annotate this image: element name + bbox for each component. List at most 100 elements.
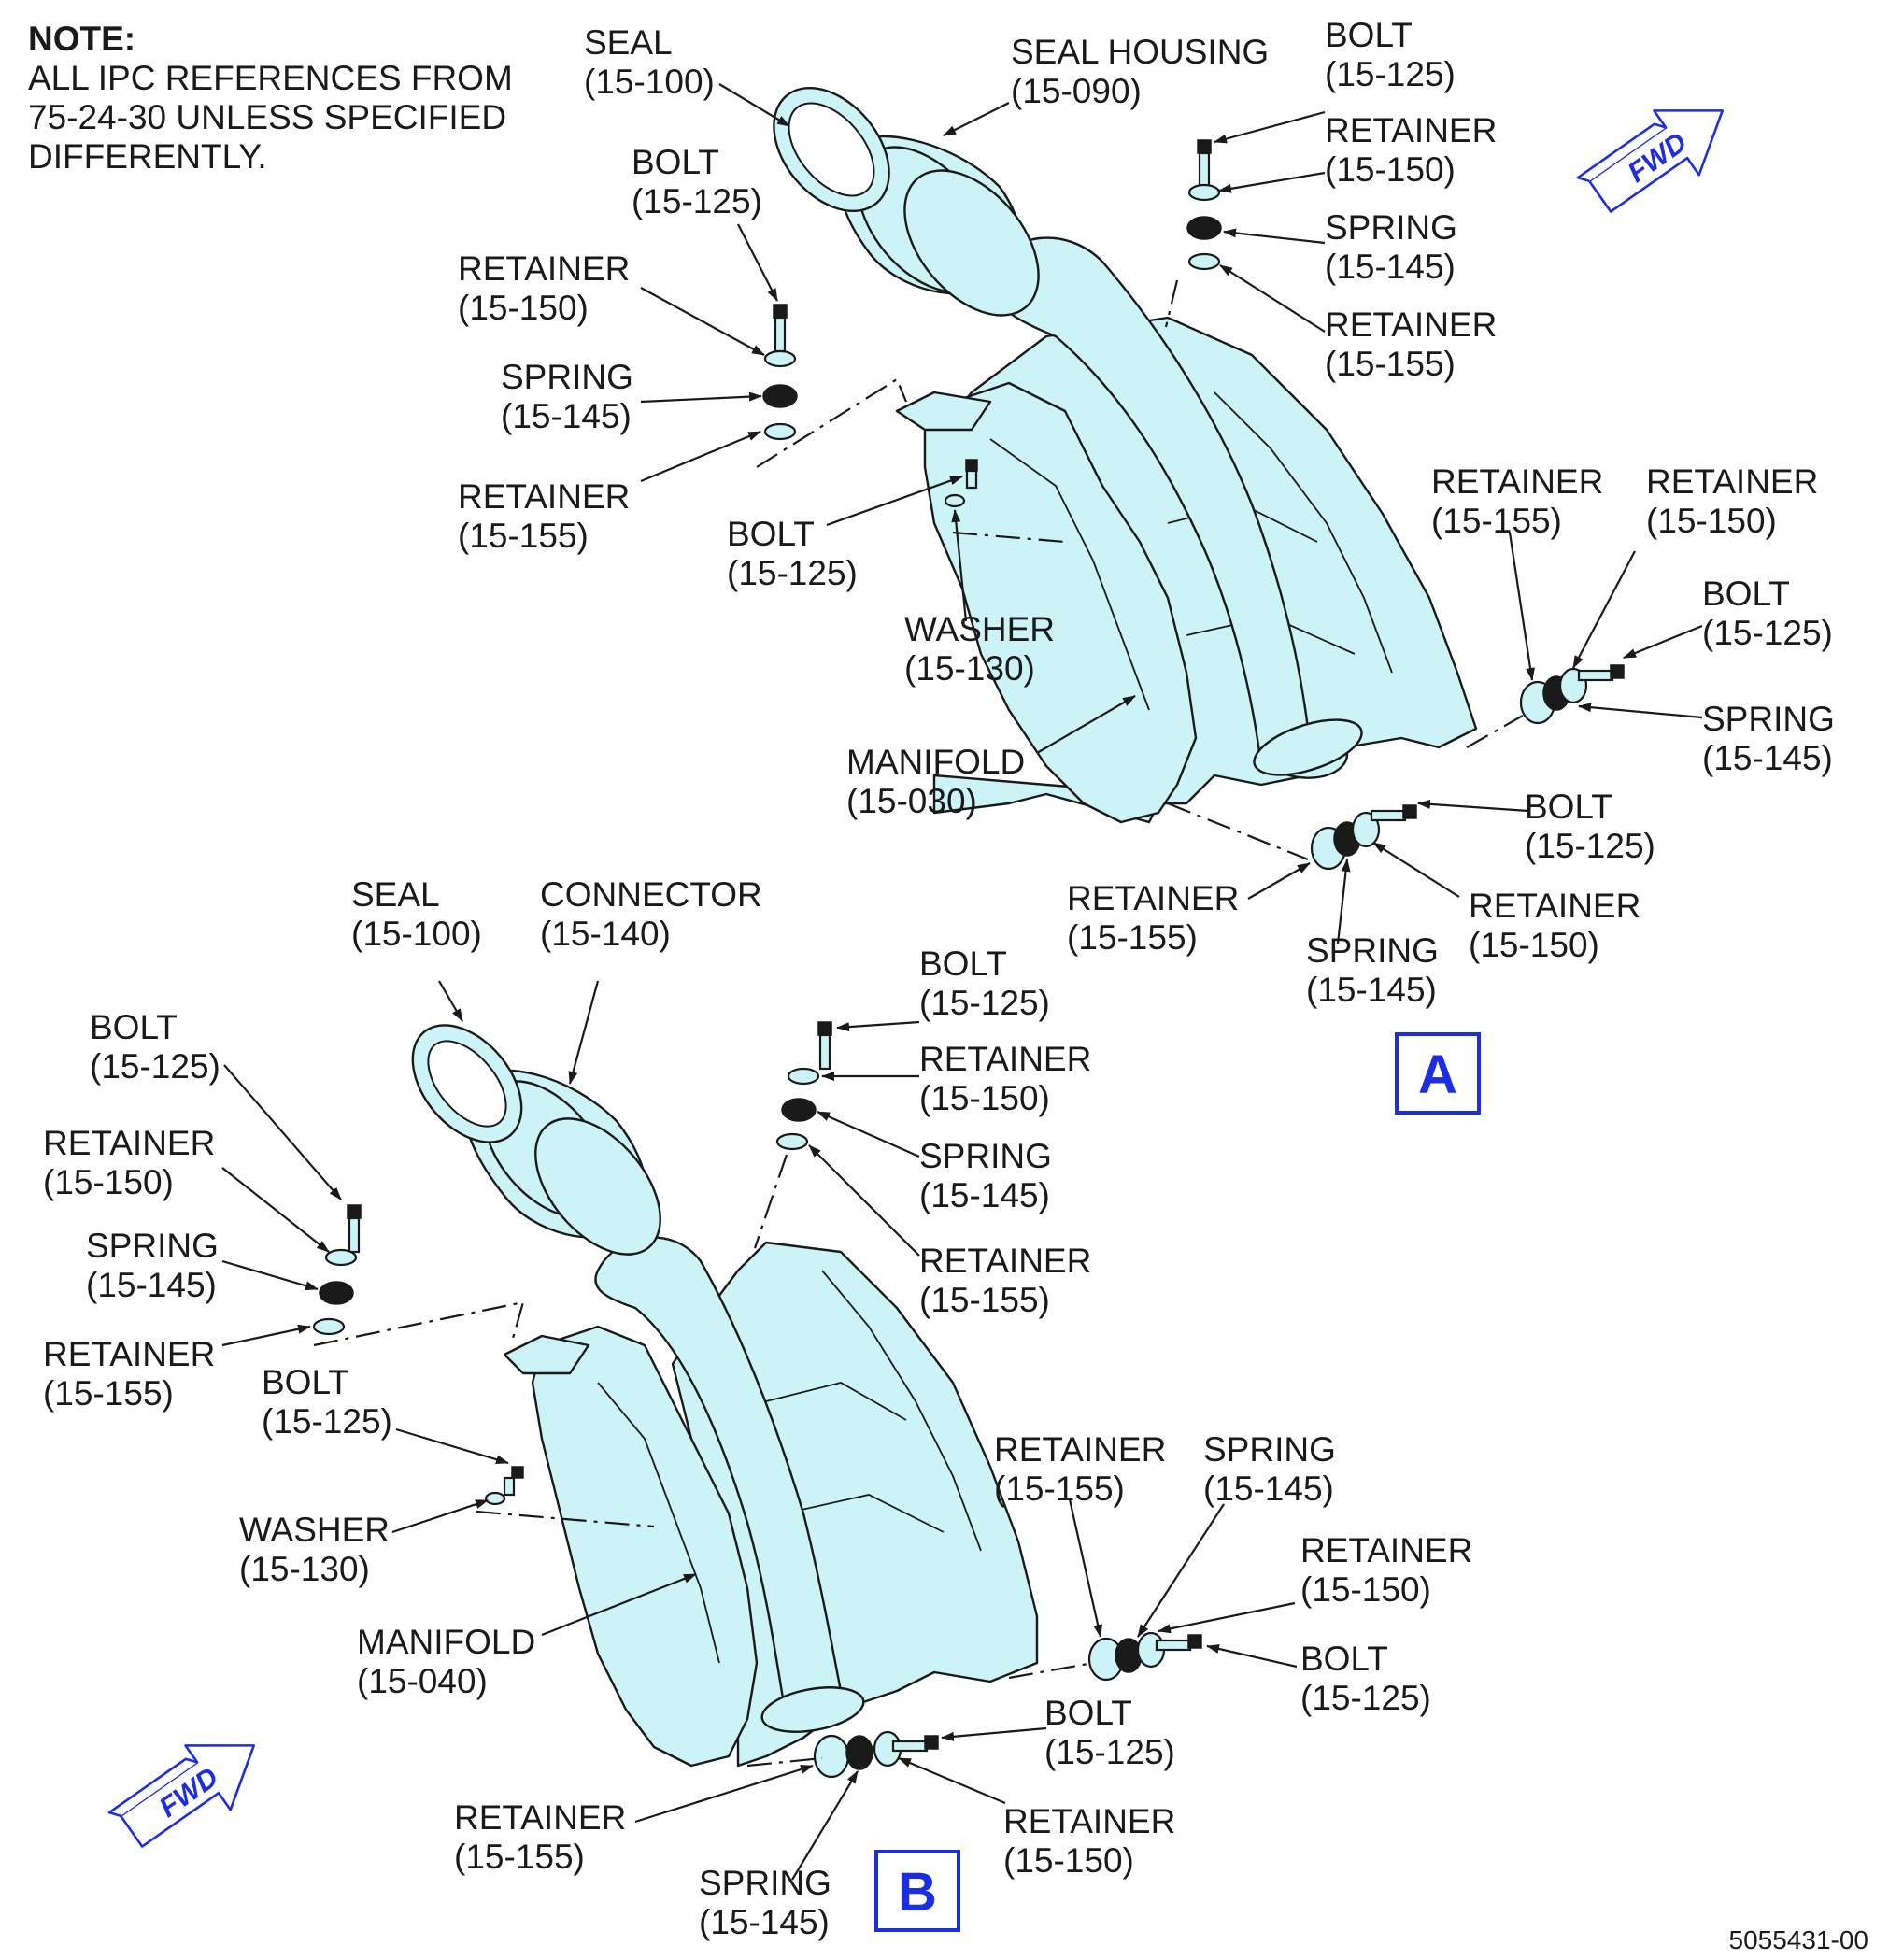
view-b-manifold-flange (531, 1325, 759, 1768)
callout-ref: (15-145) (501, 397, 632, 435)
view-b-seal-ring-hole (427, 1040, 507, 1128)
callout-name: RETAINER (1067, 879, 1239, 917)
note-line-3: DIFFERENTLY. (28, 137, 267, 176)
callout-ref: (15-140) (540, 915, 671, 953)
callout-ref: (15-145) (1203, 1470, 1334, 1508)
fwd-arrow-icon-top: FWD (1576, 109, 1725, 213)
callout-name: SEAL HOUSING (1011, 33, 1269, 71)
callout-ref: (15-155) (1431, 502, 1562, 540)
callout-a-retainer-150-bottom: RETAINER(15-150) (1469, 887, 1640, 964)
note-heading: NOTE: (28, 20, 135, 58)
callout-a-bolt-left: BOLT(15-125) (632, 143, 762, 220)
view-a-artwork (756, 86, 1625, 871)
callout-ref: (15-155) (458, 517, 589, 555)
callout-a-retainer-150-top: RETAINER(15-150) (1325, 111, 1497, 189)
callout-ref: (15-100) (351, 915, 482, 953)
callout-ref: (15-150) (1469, 926, 1599, 964)
callout-name: BOLT (90, 1008, 178, 1046)
callout-name: BOLT (727, 515, 815, 553)
callout-a-retainer-150-right: RETAINER(15-150) (1646, 462, 1818, 540)
view-a-rib-2 (1214, 391, 1393, 674)
callout-ref: (15-125) (1702, 614, 1833, 652)
callout-b-bolt-left: BOLT(15-125) (90, 1008, 220, 1086)
callout-name: BOLT (262, 1363, 349, 1401)
callout-b-retainer-150-bottom: RETAINER(15-150) (1003, 1802, 1175, 1880)
callout-b-bolt-top: BOLT(15-125) (919, 944, 1050, 1022)
view-b-centerline-left (313, 1300, 525, 1347)
callout-a-retainer-155-left: RETAINER(15-155) (458, 477, 630, 555)
callout-ref: (15-130) (904, 649, 1035, 688)
callout-b-washer: WASHER(15-130) (239, 1511, 390, 1588)
view-b-centerline-mid (476, 1510, 655, 1528)
view-b-rib-1 (597, 1382, 720, 1664)
note-line-1: ALL IPC REFERENCES FROM (28, 59, 513, 97)
view-b-label-box: B (874, 1850, 960, 1932)
callout-ref: (15-125) (1300, 1679, 1431, 1717)
callout-name: BOLT (1044, 1694, 1132, 1732)
callout-a-bolt-top: BOLT(15-125) (1325, 16, 1456, 93)
view-a-rib-1 (989, 438, 1150, 711)
view-a-hardware-top (1186, 139, 1222, 271)
callout-b-bolt-bottom: BOLT(15-125) (1044, 1694, 1175, 1771)
callout-name: SPRING (86, 1227, 219, 1265)
callout-ref: (15-125) (262, 1402, 392, 1441)
view-a-duct-outlet (1253, 718, 1363, 776)
callout-name: SPRING (501, 358, 633, 396)
callout-a-retainer-155-top: RETAINER(15-155) (1325, 305, 1497, 383)
view-a-centerline-top (1164, 279, 1179, 328)
callout-name: WASHER (904, 610, 1055, 648)
callout-b-retainer-150-top: RETAINER(15-150) (919, 1040, 1091, 1117)
callout-name: SPRING (919, 1137, 1052, 1175)
callout-name: SPRING (1325, 208, 1457, 247)
callout-name: RETAINER (994, 1430, 1166, 1469)
callout-ref: (15-030) (846, 782, 977, 820)
view-a-seal-ring-hole (788, 102, 875, 197)
callout-ref: (15-090) (1011, 72, 1142, 110)
callout-b-spring-right: SPRING(15-145) (1203, 1430, 1336, 1508)
callout-name: BOLT (1702, 575, 1790, 613)
callout-ref: (15-125) (919, 984, 1050, 1022)
callout-labels: SEAL(15-100)SEAL HOUSING(15-090)BOLT(15-… (43, 16, 1835, 1941)
callout-a-spring-right: SPRING(15-145) (1702, 700, 1835, 777)
view-b-centerline-top (753, 1154, 788, 1249)
callout-name: SPRING (699, 1864, 831, 1902)
view-a-hardware-left (762, 304, 798, 441)
callout-b-spring-top: SPRING(15-145) (919, 1137, 1052, 1214)
view-b-rib-3 (765, 1382, 907, 1421)
callout-ref: (15-125) (1525, 827, 1655, 865)
callout-a-retainer-155-right: RETAINER(15-155) (1431, 462, 1603, 540)
callout-ref: (15-145) (86, 1266, 217, 1304)
callout-a-bolt-bottom: BOLT(15-125) (1525, 788, 1655, 865)
callout-ref: (15-150) (919, 1079, 1050, 1117)
callout-ref: (15-125) (1044, 1733, 1175, 1771)
view-a-seal-housing-ring-2 (903, 169, 1040, 317)
callout-b-bolt-right: BOLT(15-125) (1300, 1640, 1431, 1717)
callout-name: MANIFOLD (357, 1623, 535, 1661)
callout-name: SEAL (584, 23, 673, 62)
callout-ref: (15-155) (919, 1281, 1050, 1319)
callout-name: RETAINER (43, 1335, 215, 1373)
callout-a-bolt-mid: BOLT(15-125) (727, 515, 858, 592)
callout-a-spring-top: SPRING(15-145) (1325, 208, 1457, 286)
callout-ref: (15-145) (919, 1176, 1050, 1214)
callout-b-retainer-150-right: RETAINER(15-150) (1300, 1531, 1472, 1609)
view-b-connector-ring-2 (534, 1117, 661, 1256)
view-a-hardware-bottom (1310, 804, 1417, 871)
callout-ref: (15-150) (458, 289, 589, 327)
view-a-hardware-mid (944, 459, 978, 508)
view-b-rib-4 (784, 1494, 944, 1533)
callout-name: WASHER (239, 1511, 390, 1549)
callout-a-bolt-right: BOLT(15-125) (1702, 575, 1833, 652)
callout-ref: (15-150) (1325, 150, 1456, 189)
view-b-centerline-right (1008, 1661, 1094, 1680)
drawing-number: 5055431-00 (1729, 1925, 1868, 1954)
callout-b-retainer-155-left: RETAINER(15-155) (43, 1335, 215, 1413)
callout-name: MANIFOLD (846, 743, 1025, 781)
callout-b-seal: SEAL(15-100) (351, 875, 482, 953)
callout-ref: (15-150) (1300, 1570, 1431, 1609)
view-b-duct-outlet (760, 1686, 865, 1733)
callout-a-washer: WASHER(15-130) (904, 610, 1055, 688)
callout-ref: (15-145) (1306, 971, 1437, 1009)
callout-b-retainer-150-left: RETAINER(15-150) (43, 1124, 215, 1201)
